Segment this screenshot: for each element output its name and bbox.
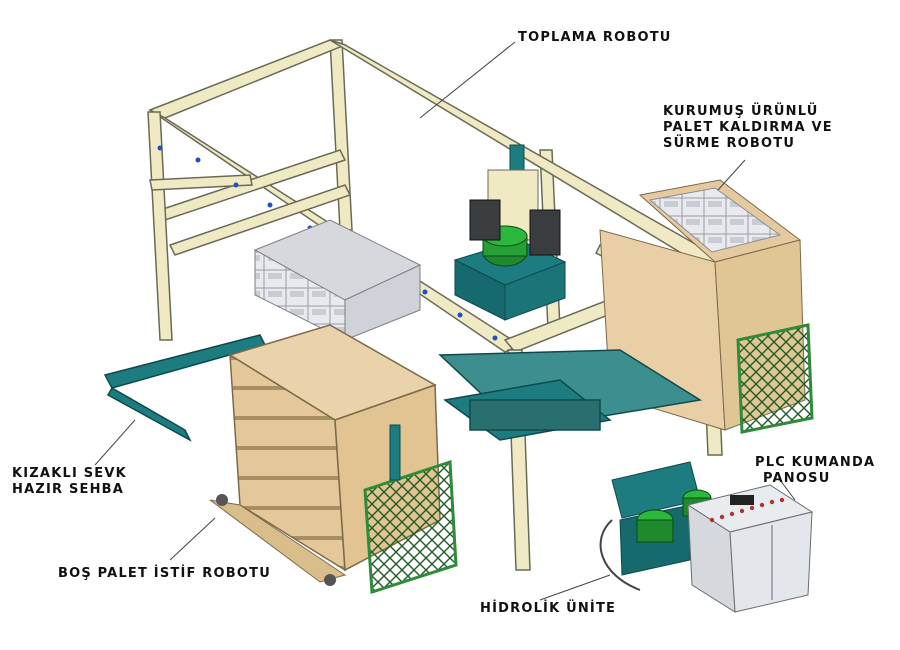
- callout-plc-kumanda: PLC KUMANDA PANOSU: [755, 455, 875, 487]
- callout-text: HİDROLİK ÜNİTE: [480, 601, 617, 616]
- callout-hidrolik-unite: HİDROLİK ÜNİTE: [480, 601, 616, 617]
- callout-text: SÜRME ROBOTU: [663, 136, 796, 151]
- callout-text: PLC KUMANDA: [755, 455, 876, 470]
- block-stack-left: [253, 219, 422, 341]
- callout-text: PALET KALDIRMA VE: [663, 120, 833, 135]
- callout-kurumus-urunlu: KURUMUŞ ÜRÜNLÜ PALET KALDIRMA VE SÜRME R…: [663, 104, 833, 152]
- collector-head: [453, 144, 567, 321]
- callout-toplama-robotu: TOPLAMA ROBOTU: [518, 30, 672, 46]
- callout-text: BOŞ PALET İSTİF ROBOTU: [58, 566, 271, 581]
- callout-text: HAZIR SEHBA: [12, 482, 125, 497]
- pallet-lift-robot: [599, 179, 814, 434]
- empty-pallet-robot: [209, 324, 458, 595]
- callout-kizakli-sevk: KIZAKLI SEVK HAZIR SEHBA: [12, 466, 127, 498]
- callout-text: KURUMUŞ ÜRÜNLÜ: [663, 104, 819, 119]
- plc-cabinet: [686, 484, 814, 613]
- callout-text: PANOSU: [763, 471, 831, 486]
- callout-bos-palet: BOŞ PALET İSTİF ROBOTU: [58, 566, 271, 582]
- callout-leaders: [94, 41, 796, 601]
- conveyor-bed: [103, 334, 703, 442]
- callout-text: KIZAKLI SEVK: [12, 466, 127, 481]
- callout-text: TOPLAMA ROBOTU: [518, 30, 672, 45]
